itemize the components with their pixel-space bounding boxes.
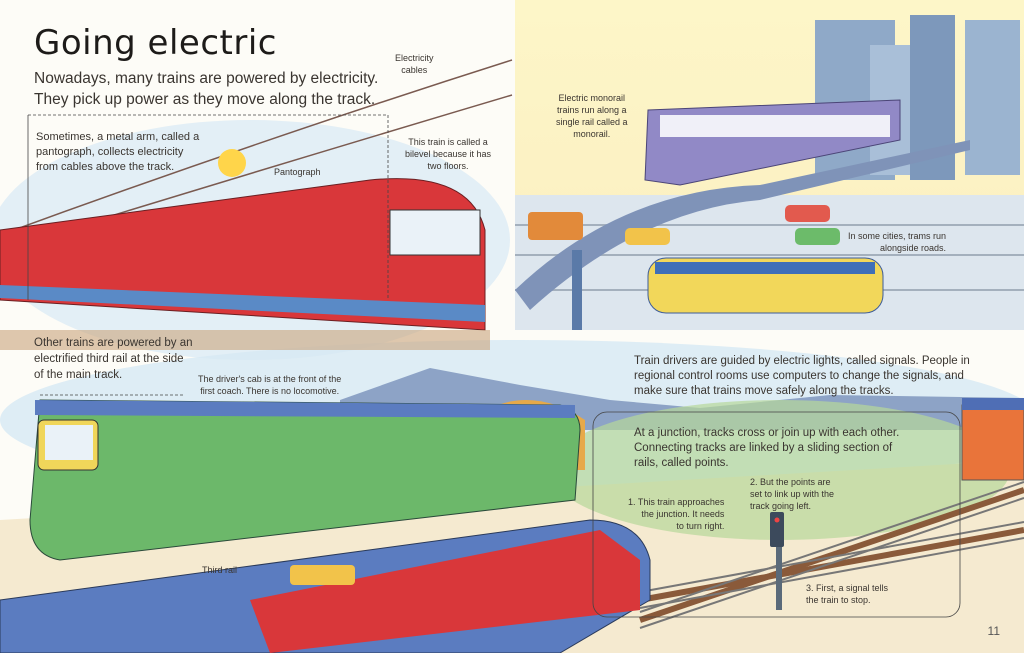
bus	[528, 212, 583, 240]
third-rail-text: Other trains are powered by an electrifi…	[34, 337, 193, 381]
signal	[770, 512, 784, 610]
monorail-pillar	[572, 250, 582, 330]
car-yellow	[625, 228, 670, 245]
label-bilevel: This train is called a bilevel because i…	[405, 137, 492, 171]
bilevel-train	[0, 178, 486, 331]
page-title: Going electric	[34, 23, 277, 63]
monorail-train	[644, 99, 901, 186]
label-pantograph: Pantograph	[274, 167, 321, 177]
signals-text: Train drivers are guided by electric lig…	[634, 355, 970, 397]
track-upper	[0, 330, 490, 350]
junction-step-2: 2. But the points are set to link up wit…	[750, 477, 835, 511]
label-drivers-cab: The driver's cab is at the front of the …	[198, 374, 342, 396]
orange-train	[961, 404, 1024, 481]
label-monorail: Electric monorail trains run along a sin…	[556, 93, 628, 139]
trees	[550, 400, 1010, 540]
tram	[647, 257, 884, 314]
intro-text: Nowadays, many trains are powered by ele…	[34, 70, 379, 108]
junction-step-1: 1. This train approaches the junction. I…	[628, 497, 725, 531]
label-third-rail: Third rail	[202, 565, 238, 575]
monorail-track	[515, 140, 970, 310]
car-red	[785, 205, 830, 222]
label-trams: In some cities, trams run alongside road…	[848, 231, 947, 253]
pantograph-text: Sometimes, a metal arm, called a pantogr…	[36, 131, 200, 173]
junction-text: At a junction, tracks cross or join up w…	[634, 427, 900, 469]
green-train	[29, 399, 581, 561]
callout-lines	[27, 114, 961, 618]
orange-train-roof	[962, 398, 1024, 410]
label-electricity-cables: Electricity cables	[395, 53, 434, 75]
car-green	[795, 228, 840, 245]
blue-red-train	[0, 519, 651, 653]
junction-step-3: 3. First, a signal tells the train to st…	[806, 583, 889, 605]
city-buildings	[815, 15, 1020, 180]
page-number: 11	[987, 624, 1000, 638]
spark-icon	[218, 149, 246, 177]
